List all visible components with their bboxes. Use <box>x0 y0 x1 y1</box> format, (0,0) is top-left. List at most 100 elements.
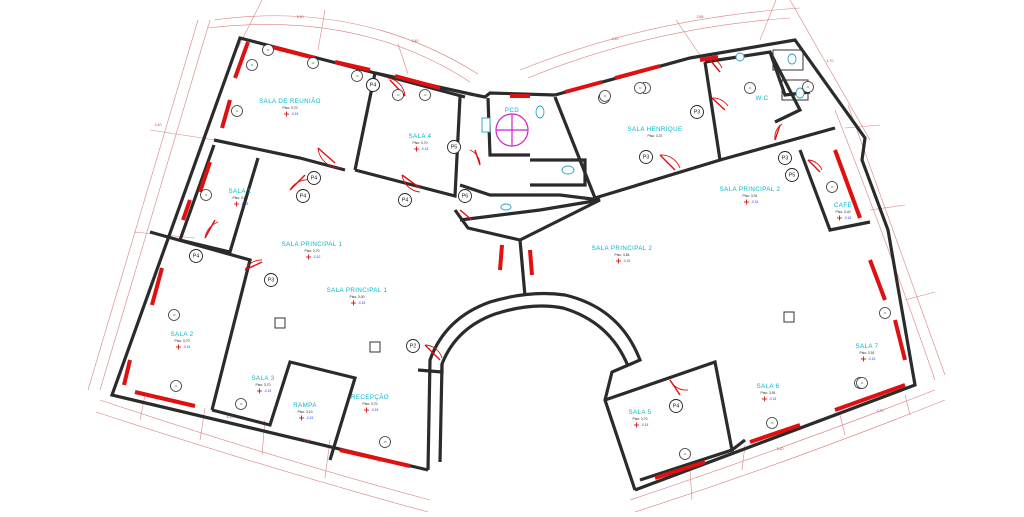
room-level: -0,15 <box>241 202 248 206</box>
room-name: SALA DE REUNIÃO <box>259 98 321 105</box>
dimension-label: 2,40 <box>155 123 162 127</box>
room-level: -0,15 <box>751 200 758 204</box>
svg-text:J4: J4 <box>638 86 642 90</box>
window-tag: J1 <box>200 189 212 201</box>
room-floor-area: Piso: 3,40 <box>835 210 850 214</box>
room-floor-area: Piso: 3,70 <box>304 249 319 253</box>
svg-text:J2: J2 <box>172 313 176 317</box>
room-level: -0,15 <box>358 301 365 305</box>
window-tag: J1 <box>856 377 868 389</box>
door-tag: P3 <box>639 150 653 164</box>
window-tag: J1 <box>744 82 756 94</box>
room-name: W.C <box>756 95 769 102</box>
svg-text:P3: P3 <box>268 277 275 283</box>
svg-text:J3: J3 <box>423 93 427 97</box>
doors <box>204 57 823 396</box>
room-name: SALA 5 <box>628 409 651 416</box>
room-floor-area: Piso: 3,00 <box>232 196 247 200</box>
room-level: -0,15 <box>623 259 630 263</box>
room-name: SALA 2 <box>170 331 193 338</box>
room-floor-area: Piso: 3,70 <box>282 106 297 110</box>
dimension-label: 3,40 <box>412 39 419 43</box>
door-tag: P4 <box>366 78 380 92</box>
room-level: -0,15 <box>641 423 648 427</box>
toilet-icon <box>787 53 797 65</box>
room-level: -0,15 <box>769 397 776 401</box>
room-name: PCD <box>505 107 519 114</box>
room-level: -0,15 <box>421 147 428 151</box>
svg-text:P5: P5 <box>789 172 796 178</box>
room-name: RAMPA <box>293 402 317 409</box>
svg-text:J1: J1 <box>204 193 208 197</box>
interior-walls <box>149 50 871 482</box>
door-tags: P4P4P4P4P5P6P3P3P3P5P4P3P2P4P4 <box>189 78 799 413</box>
window-tag: J2 <box>168 309 180 321</box>
pillar <box>369 341 381 353</box>
window-tag: J1 <box>879 307 891 319</box>
pillar <box>783 311 795 323</box>
room-floor-area: Piso: 3,00 <box>349 295 364 299</box>
window-tag: J1 <box>679 448 691 460</box>
svg-text:P4: P4 <box>673 403 680 409</box>
dimension-lines <box>87 0 946 513</box>
room-level: -0,15 <box>183 345 190 349</box>
window-tag: J2 <box>307 57 319 69</box>
window-tag: J5 <box>766 417 778 429</box>
pillar <box>274 317 286 329</box>
door-tag: P5 <box>447 140 461 154</box>
dimension-label: 3,10 <box>612 37 619 41</box>
svg-text:P5: P5 <box>451 144 458 150</box>
dimension-label: 5,80 <box>377 459 384 463</box>
window-tag: J1 <box>231 105 243 117</box>
fixtures <box>481 49 809 211</box>
window-tag: J3 <box>419 89 431 101</box>
window-tags: J1J1J2J3J4J1J1J2J1J4J5J5J2J1J5J1J1J3J1J1… <box>168 44 891 460</box>
svg-text:J1: J1 <box>683 452 687 456</box>
door-tag: P3 <box>778 151 792 165</box>
room-name: SALA HENRIQUE <box>627 126 682 133</box>
dimension-label: 4,10 <box>227 415 234 419</box>
svg-text:P3: P3 <box>643 154 650 160</box>
dimension-label: 1,80 <box>304 439 311 443</box>
room-name: RECEPÇÃO <box>351 394 389 401</box>
svg-text:J1: J1 <box>250 63 254 67</box>
svg-text:J4: J4 <box>396 93 400 97</box>
door-tag: P3 <box>690 105 704 119</box>
room-level: -0,15 <box>264 389 271 393</box>
svg-text:J5: J5 <box>383 440 387 444</box>
pillars <box>274 311 795 353</box>
room-floor-area: Piso: 3,70 <box>174 339 189 343</box>
room-floor-area: Piso: 3,10 <box>297 410 312 414</box>
dimension-label: 5,30 <box>297 15 304 19</box>
window-tag: J4 <box>634 82 646 94</box>
window-tag: J1 <box>262 44 274 56</box>
dimension-labels: 5,303,402,853,101,704,101,805,803,102,70… <box>155 15 884 463</box>
room-name: SALA PRINCIPAL 2 <box>592 245 653 252</box>
room-level: -0,15 <box>868 357 875 361</box>
room-floor-area: Piso: 3,84 <box>614 253 629 257</box>
svg-text:P3: P3 <box>694 109 701 115</box>
door-tag: P4 <box>296 189 310 203</box>
sink-icon <box>481 117 491 133</box>
svg-text:P4: P4 <box>402 197 409 203</box>
svg-text:J1: J1 <box>806 85 810 89</box>
dimension-label: 3,10 <box>777 447 784 451</box>
svg-text:P6: P6 <box>462 193 469 199</box>
window-tag: J1 <box>246 59 258 71</box>
room-floor-area: Piso: 3,91 <box>859 351 874 355</box>
window-tag: J1 <box>802 81 814 93</box>
svg-text:J2: J2 <box>311 61 315 65</box>
room-label: PCD <box>505 107 519 114</box>
sink-icon <box>500 203 512 211</box>
svg-text:J1: J1 <box>174 384 178 388</box>
room-name: SALA 6 <box>756 383 779 390</box>
room-floor-area: Piso: 3,70 <box>632 417 647 421</box>
